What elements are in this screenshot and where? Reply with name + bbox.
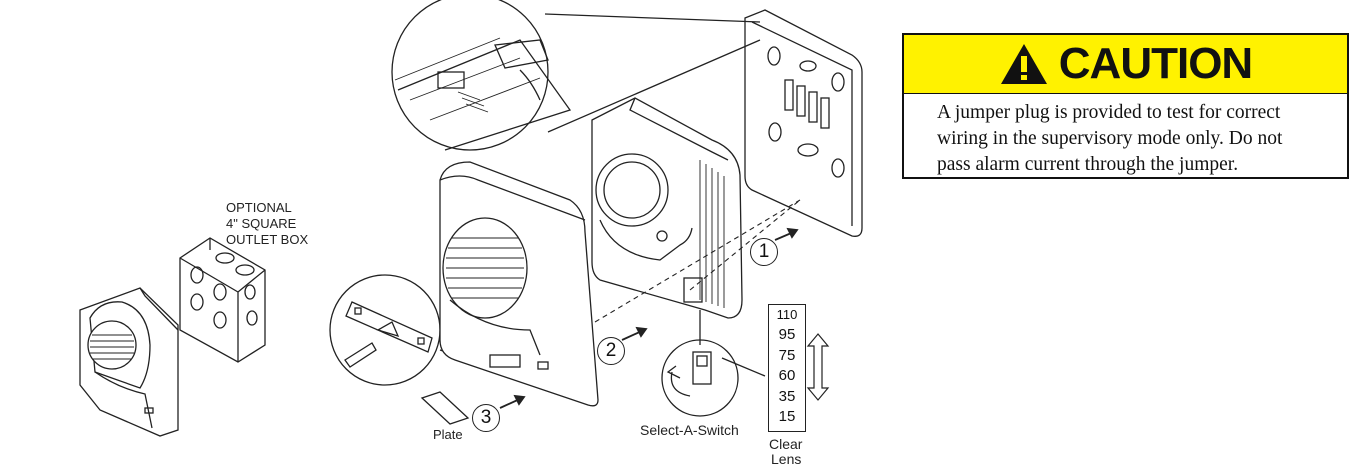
latch-detail-callout <box>391 0 761 151</box>
plate-label: Plate <box>433 427 463 442</box>
device-body-drawing <box>591 97 743 319</box>
step-arrows <box>499 227 799 409</box>
select-a-switch-label: Select-A-Switch <box>640 422 739 438</box>
device-cover-drawing <box>439 161 599 407</box>
caution-line: A jumper plug is provided to test for co… <box>937 102 1281 123</box>
alignment-lines <box>594 199 801 323</box>
switch-detail-callout <box>661 310 766 417</box>
outlet-box-label-line2: 4" SQUARE <box>226 216 297 231</box>
outlet-box-label-line1: OPTIONAL <box>226 200 292 215</box>
caution-line: wiring in the supervisory mode only. Do … <box>937 128 1283 149</box>
caution-title: CAUTION <box>1058 39 1253 88</box>
plate-drawing <box>420 391 470 425</box>
candela-setting: 35 <box>778 387 796 405</box>
mounting-plate-drawing <box>744 9 863 237</box>
outlet-box-drawing <box>179 237 266 363</box>
caution-header: CAUTION <box>904 35 1347 94</box>
candela-setting: 95 <box>778 326 796 344</box>
warning-triangle-icon <box>1000 44 1047 84</box>
caution-line: pass alarm current through the jumper. <box>937 154 1239 175</box>
candela-setting: 60 <box>778 367 796 385</box>
step-2-marker: 2 <box>597 337 625 365</box>
outlet-box-label-line3: OUTLET BOX <box>226 232 309 247</box>
assembled-device-drawing <box>79 287 179 437</box>
caution-box: CAUTION A jumper plug is provided to tes… <box>902 33 1349 179</box>
caution-text: A jumper plug is provided to test for co… <box>904 94 1347 178</box>
lens-label: Lens <box>771 451 802 467</box>
candela-setting: 15 <box>778 407 796 425</box>
step-1-marker: 1 <box>750 238 778 266</box>
clear-label: Clear <box>769 436 803 452</box>
candela-setting: 110 <box>776 307 798 322</box>
candela-setting: 75 <box>778 346 796 364</box>
step-3-marker: 3 <box>472 404 500 432</box>
candela-setting-list: 110 95 75 60 35 15 <box>768 304 806 432</box>
plate-detail-callout <box>329 274 501 386</box>
lens-range-arrow <box>806 333 830 401</box>
